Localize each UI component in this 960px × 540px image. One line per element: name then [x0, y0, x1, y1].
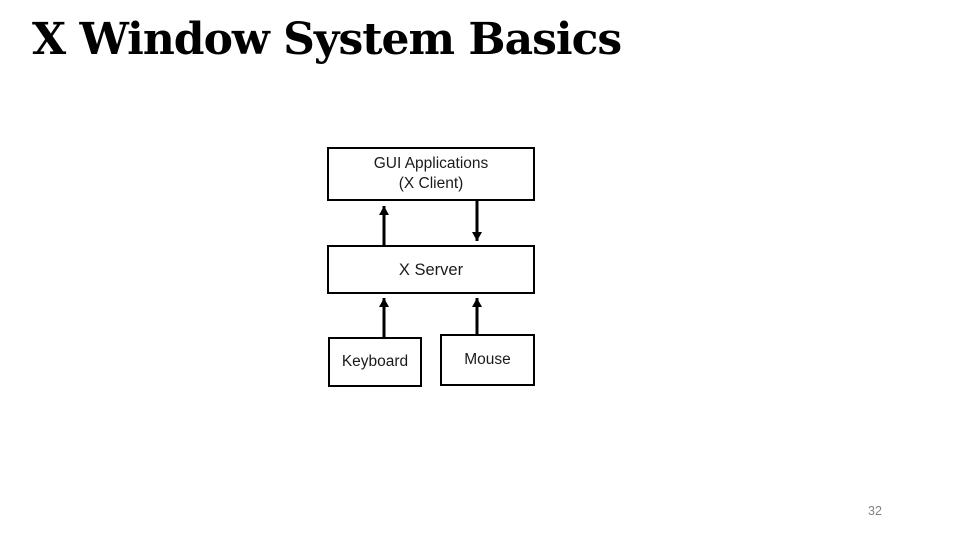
mouse-label: Mouse	[464, 351, 511, 368]
x-server-box: X Server	[327, 245, 535, 294]
gui-applications-label-line1: GUI Applications	[373, 155, 489, 172]
gui-applications-label-line2: (X Client)	[398, 175, 464, 192]
slide-title: X Window System Basics	[32, 14, 622, 65]
gui-applications-box: GUI Applications (X Client)	[327, 147, 535, 201]
keyboard-box: Keyboard	[328, 337, 422, 387]
page-number: 32	[868, 504, 882, 518]
keyboard-label: Keyboard	[341, 353, 409, 370]
x-server-label: X Server	[398, 260, 464, 279]
mouse-box: Mouse	[440, 334, 535, 386]
